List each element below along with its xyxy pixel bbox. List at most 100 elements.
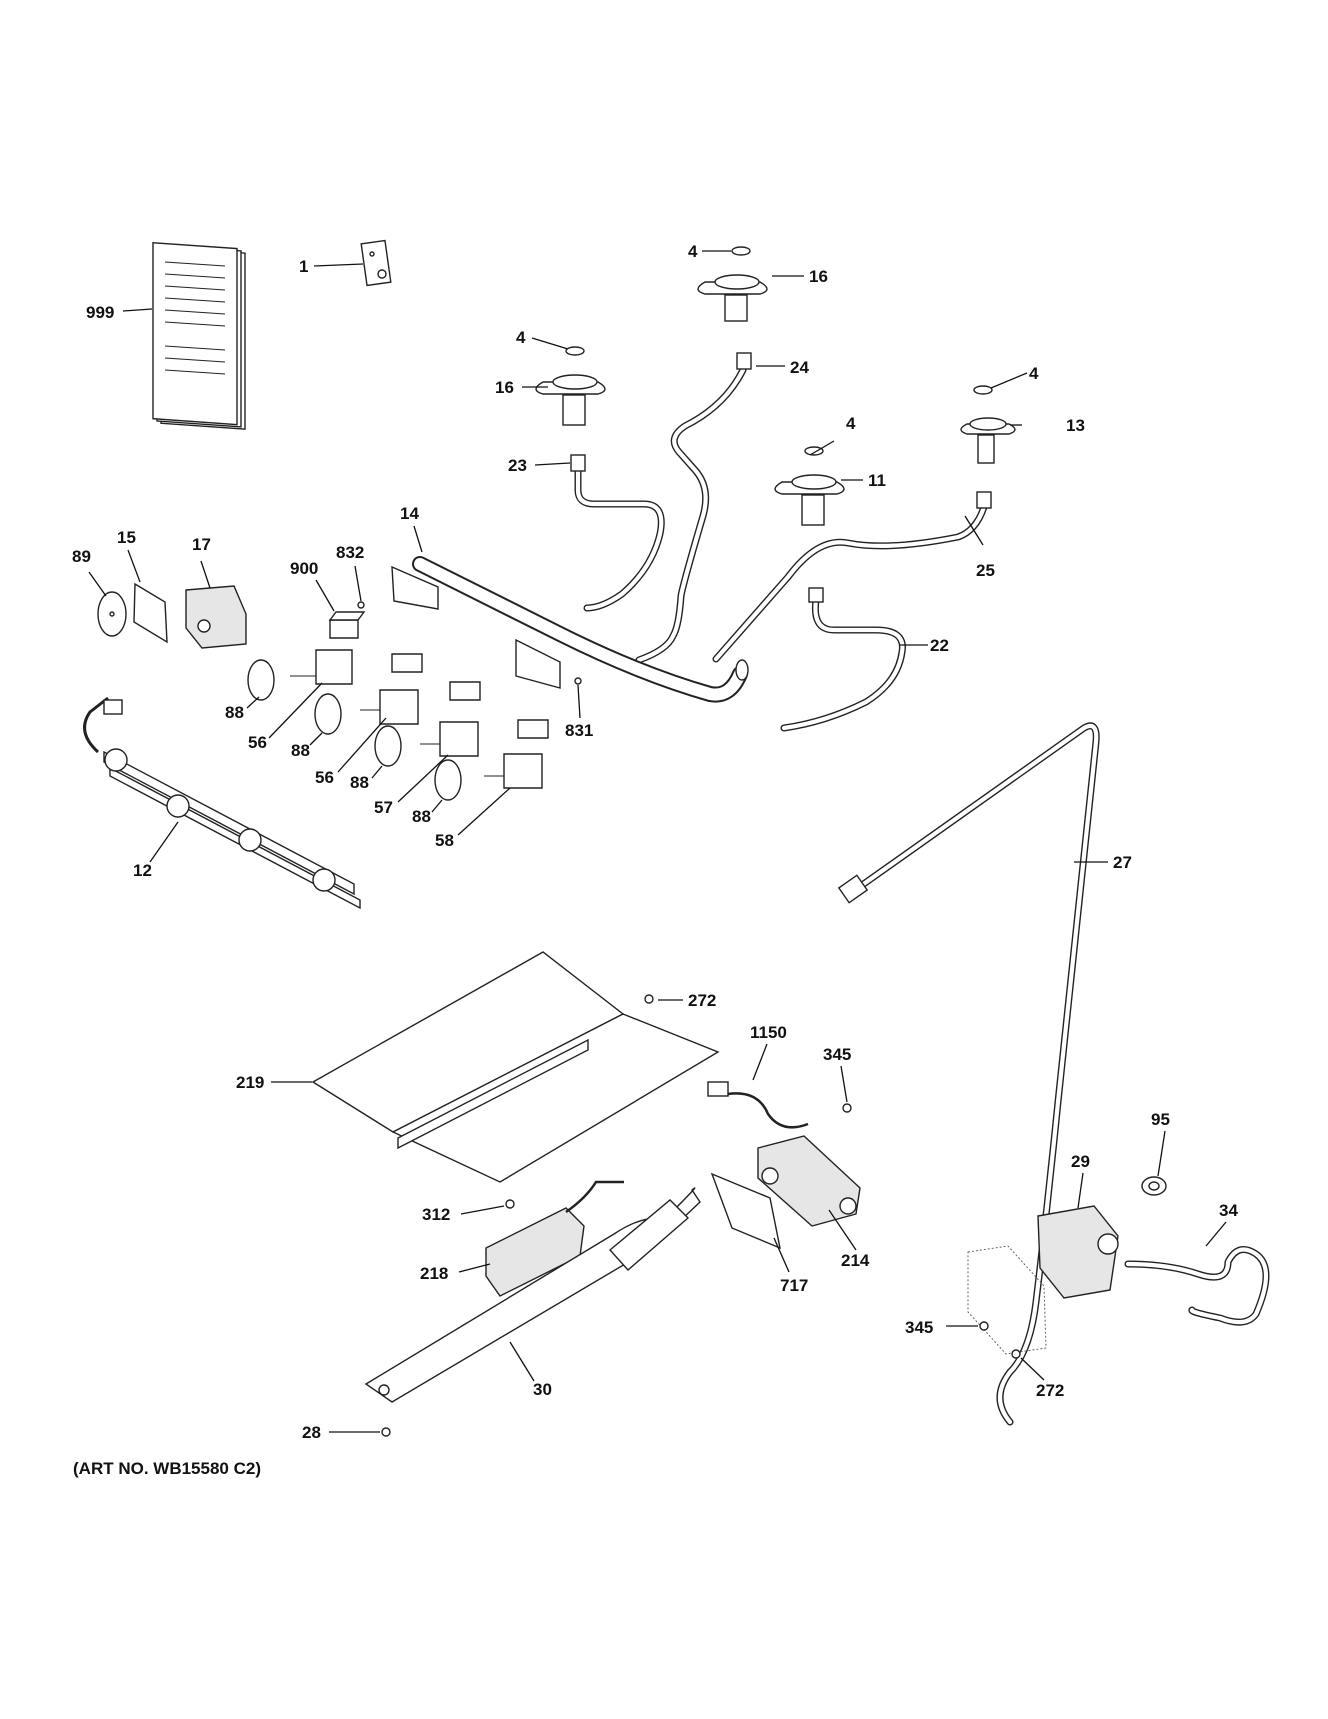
leader-56a <box>268 682 323 739</box>
leader-23 <box>534 462 571 466</box>
leader-14 <box>413 525 423 553</box>
part-16-burner-head-left <box>535 346 606 426</box>
callout-900: 900 <box>290 559 318 578</box>
callout-13: 13 <box>1066 416 1085 435</box>
leader-12 <box>149 821 179 863</box>
part-345-screw-b <box>979 1321 989 1331</box>
callout-58: 58 <box>435 831 454 850</box>
callout-27: 27 <box>1113 853 1132 872</box>
leader-832 <box>354 565 362 602</box>
callout-4a: 4 <box>688 242 698 261</box>
leader-17 <box>200 560 211 589</box>
leader-29 <box>1077 1172 1084 1209</box>
part-34-tube <box>1124 1246 1270 1326</box>
part-88-disc-d <box>434 759 462 801</box>
callout-219: 219 <box>236 1073 264 1092</box>
art-number: (ART NO. WB15580 C2) <box>73 1459 261 1478</box>
leader-25 <box>964 515 984 546</box>
part-16-burner-head-top <box>697 246 768 322</box>
leader-30 <box>509 1341 535 1382</box>
leader-831 <box>577 684 581 719</box>
callout-831: 831 <box>565 721 593 740</box>
part-900-clip-d <box>517 719 549 739</box>
part-95-gasket <box>1141 1176 1167 1196</box>
leader-56b <box>337 717 387 773</box>
part-23-tube <box>570 454 665 612</box>
part-999-manual <box>152 241 246 430</box>
leader-214 <box>828 1209 857 1251</box>
part-1150-wire-harness <box>707 1081 809 1129</box>
leader-312 <box>460 1205 505 1215</box>
part-24-tube <box>635 352 752 664</box>
leader-4c <box>809 440 835 456</box>
leader-88a <box>246 696 260 709</box>
leader-272b <box>1020 1357 1045 1381</box>
part-29-regulator <box>1037 1205 1119 1299</box>
callout-12: 12 <box>133 861 152 880</box>
part-717-bracket <box>710 1172 781 1250</box>
callout-345a: 345 <box>823 1045 851 1064</box>
callout-16b: 16 <box>495 378 514 397</box>
callout-16a: 16 <box>809 267 828 286</box>
part-219-heat-shield <box>311 951 720 1183</box>
callout-15: 15 <box>117 528 136 547</box>
callout-345b: 345 <box>905 1318 933 1337</box>
callout-30: 30 <box>533 1380 552 1399</box>
callout-28: 28 <box>302 1423 321 1442</box>
part-345-screw-a <box>842 1103 852 1113</box>
leader-218 <box>458 1263 491 1273</box>
part-214-spark-module <box>757 1135 861 1227</box>
callout-88c: 88 <box>350 773 369 792</box>
part-56-valve-a <box>290 649 353 685</box>
callout-24: 24 <box>790 358 809 377</box>
part-27-tube <box>837 722 1100 1426</box>
part-30-burner-tube <box>364 1187 701 1403</box>
leader-1150 <box>752 1043 768 1081</box>
leader-4b <box>531 337 569 350</box>
part-900-clip-b <box>391 653 423 673</box>
part-312-screw <box>505 1199 515 1209</box>
callout-56b: 56 <box>315 768 334 787</box>
callout-89: 89 <box>72 547 91 566</box>
part-272-screw-a <box>644 994 654 1004</box>
callout-17: 17 <box>192 535 211 554</box>
leader-57 <box>397 754 449 803</box>
leader-88b <box>309 732 323 746</box>
part-22-tube <box>780 587 906 732</box>
leader-95 <box>1157 1130 1166 1177</box>
callout-labels: 999 1 4 16 4 16 24 4 13 4 11 23 14 25 89… <box>72 242 1238 1442</box>
callout-88a: 88 <box>225 703 244 722</box>
part-88-disc-a <box>247 659 275 701</box>
callout-4b: 4 <box>516 328 526 347</box>
callout-272b: 272 <box>1036 1381 1064 1400</box>
part-900-clip-c <box>449 681 481 701</box>
callout-95: 95 <box>1151 1110 1170 1129</box>
part-17-switch <box>185 585 247 649</box>
callout-57: 57 <box>374 798 393 817</box>
part-900-clip <box>328 611 366 639</box>
callout-88d: 88 <box>412 807 431 826</box>
leader-1 <box>313 263 364 267</box>
part-89-knob-disc <box>97 591 127 637</box>
callout-88b: 88 <box>291 741 310 760</box>
part-12-switch-harness <box>83 696 361 910</box>
callout-23: 23 <box>508 456 527 475</box>
part-25-tube <box>712 491 992 663</box>
leader-88c <box>371 765 383 779</box>
leader-999 <box>122 308 153 312</box>
callout-272a: 272 <box>688 991 716 1010</box>
part-13-burner-head <box>960 385 1016 464</box>
callout-4c: 4 <box>1029 364 1039 383</box>
callout-34: 34 <box>1219 1201 1238 1220</box>
part-58-valve <box>484 753 543 789</box>
part-88-disc-c <box>374 725 402 767</box>
leader-345a <box>840 1065 848 1103</box>
callout-22: 22 <box>930 636 949 655</box>
leader-58 <box>457 787 511 836</box>
part-57-valve <box>420 721 479 757</box>
callout-218: 218 <box>420 1264 448 1283</box>
callout-214: 214 <box>841 1251 870 1270</box>
leader-900 <box>315 579 335 612</box>
callout-4d: 4 <box>846 414 856 433</box>
